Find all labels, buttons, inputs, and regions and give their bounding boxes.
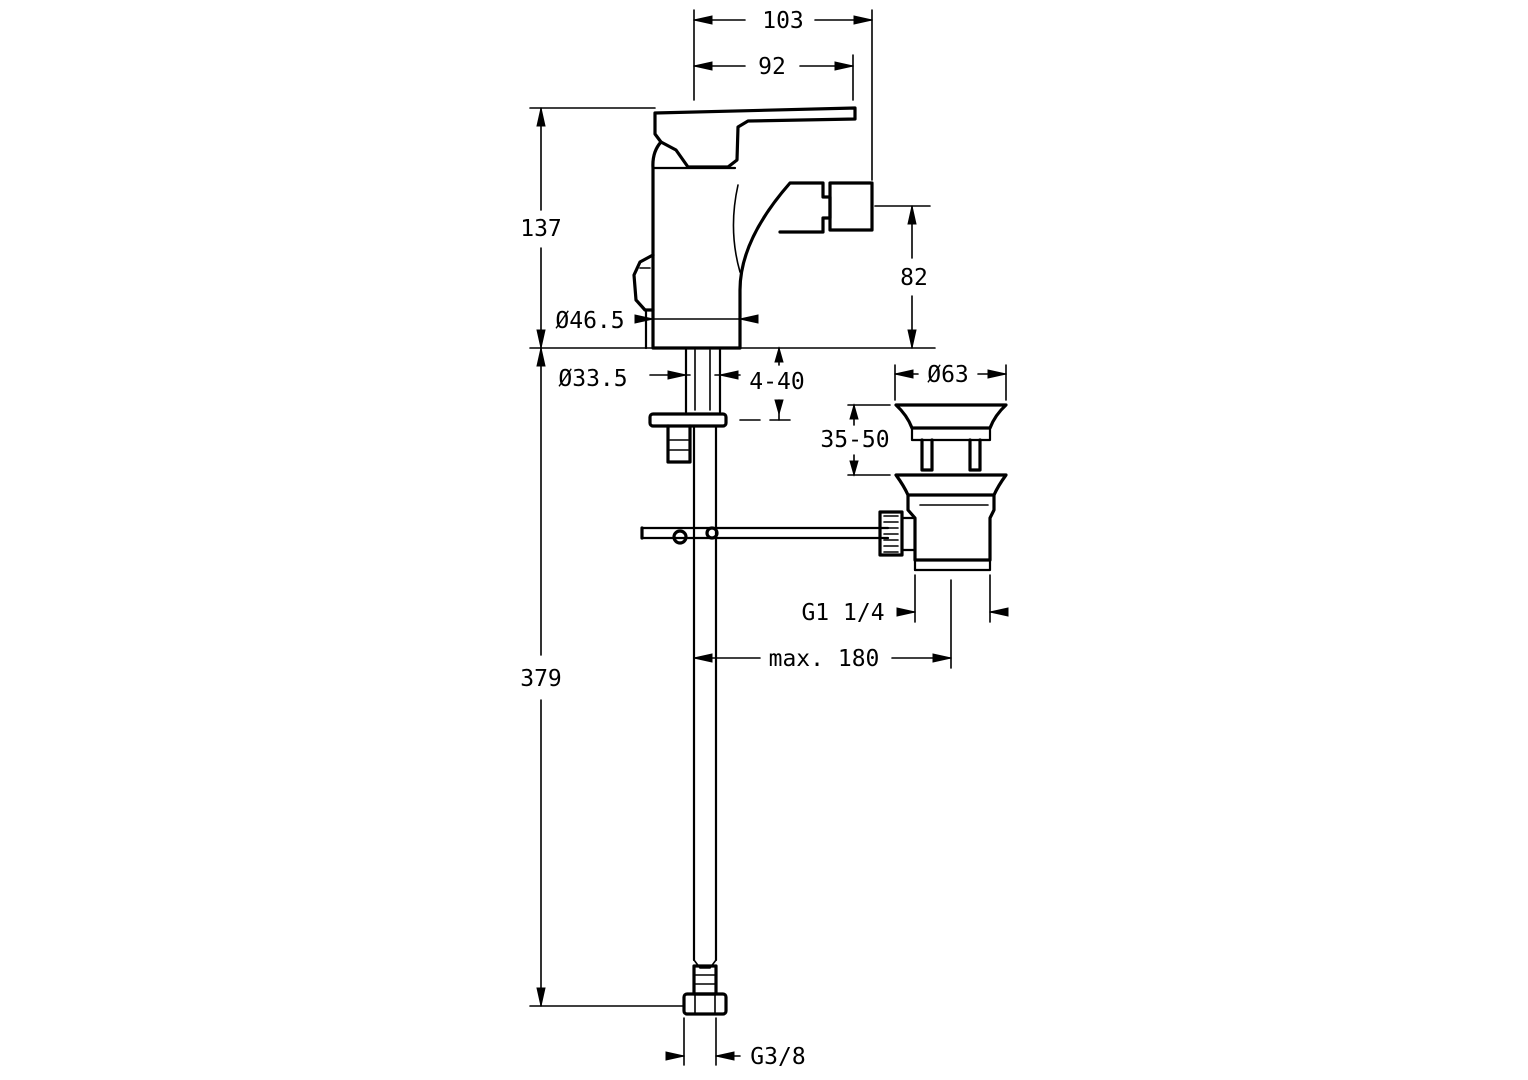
- supply-hose: [682, 424, 728, 1016]
- waste-fitting: [878, 403, 1008, 572]
- dimension-labels: 103 92 137 82 Ø46.5 Ø33.5 4-40 Ø63 35-50…: [520, 8, 969, 1070]
- dim-body-diameter: Ø46.5: [555, 308, 624, 334]
- pop-up-rod: [640, 526, 890, 545]
- mixer-body: [632, 106, 874, 350]
- dim-waste-thread: G1 1/4: [801, 600, 884, 626]
- dim-shank-diameter: Ø33.5: [558, 366, 627, 392]
- dim-plug-stroke: 35-50: [820, 427, 889, 453]
- dim-counter-thickness: 4-40: [749, 369, 804, 395]
- dim-width-total: 103: [762, 8, 804, 34]
- dim-spout-height: 82: [900, 265, 928, 291]
- dim-width-spout: 92: [758, 54, 786, 80]
- dim-height-total: 137: [520, 216, 562, 242]
- dim-hose-thread: G3/8: [750, 1044, 805, 1070]
- dim-waste-diameter: Ø63: [927, 362, 969, 388]
- mounting-shank: [648, 346, 728, 464]
- dimension-lines: [536, 15, 1009, 1061]
- dim-hose-length: 379: [520, 666, 562, 692]
- dim-rod-length: max. 180: [769, 646, 880, 672]
- extension-lines: [529, 9, 1007, 1066]
